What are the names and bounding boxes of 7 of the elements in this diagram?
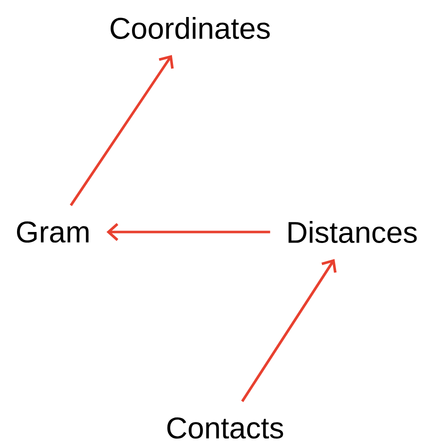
- node-label: Gram: [17, 221, 89, 243]
- arrow: [241, 259, 337, 402]
- node-label: Contacts: [167, 417, 284, 439]
- arrow: [106, 223, 270, 241]
- node-label: Distances: [288, 220, 417, 244]
- arrow: [70, 55, 174, 206]
- node-label: Coordinates: [110, 16, 270, 40]
